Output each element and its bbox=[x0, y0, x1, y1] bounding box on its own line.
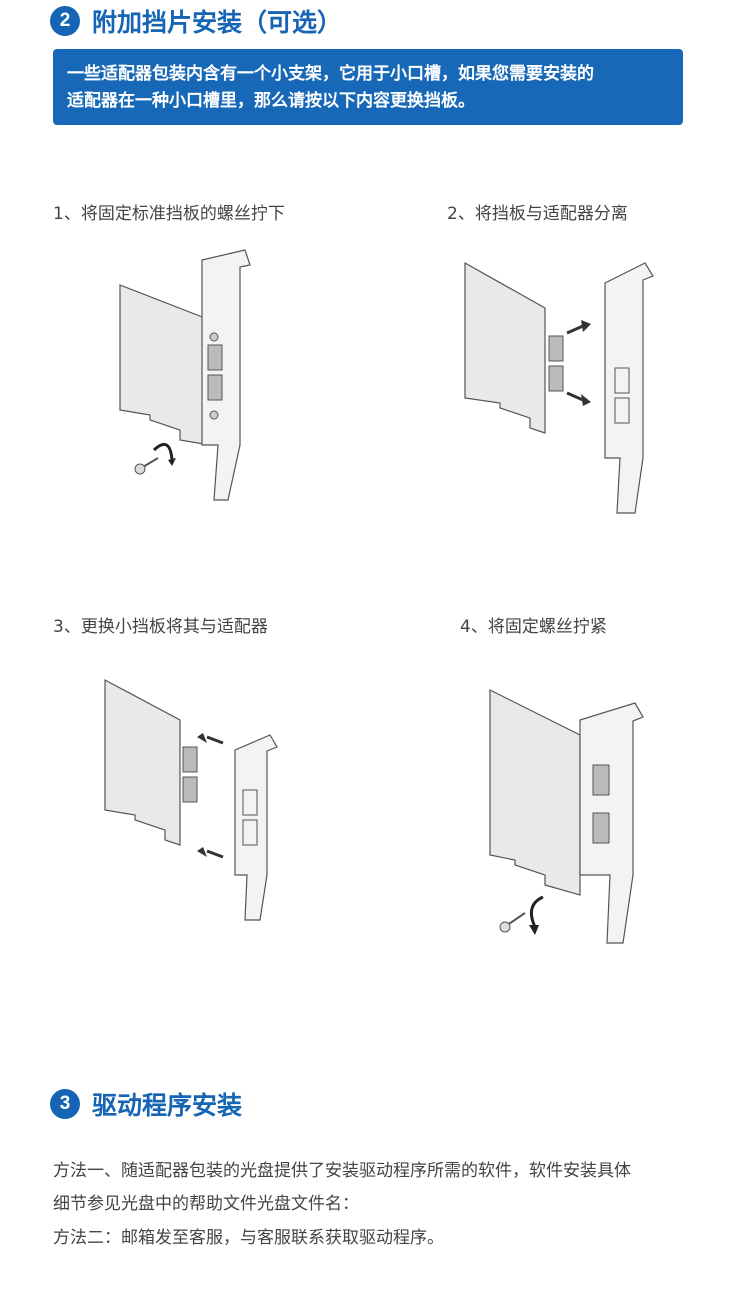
step-4-illustration bbox=[489, 689, 644, 944]
step-3-illustration bbox=[104, 679, 278, 921]
section-2-title: 附加挡片安装（可选） bbox=[92, 8, 343, 37]
method-2-line: 方法二：邮箱发至客服，与客服联系获取驱动程序。 bbox=[53, 1228, 444, 1248]
section-2-heading: 2 附加挡片安装（可选） bbox=[50, 3, 342, 39]
screw-icon bbox=[134, 457, 159, 475]
note-line-1: 一些适配器包装内含有一个小支架，它用于小口槽，如果您需要安装的 bbox=[67, 64, 594, 84]
method-1-line-2: 细节参见光盘中的帮助文件光盘文件名： bbox=[53, 1194, 359, 1214]
rotate-arrow-icon bbox=[152, 442, 174, 461]
screw-icon bbox=[499, 912, 526, 933]
step-2-label: 2、将挡板与适配器分离 bbox=[447, 204, 628, 224]
note-line-2: 适配器在一种小口槽里，那么请按以下内容更换挡板。 bbox=[67, 91, 475, 111]
pull-arrow-icon bbox=[566, 320, 591, 406]
rotate-arrow-icon bbox=[529, 895, 544, 928]
step-4-label: 4、将固定螺丝拧紧 bbox=[460, 617, 607, 637]
method-1-line-1: 方法一、随适配器包装的光盘提供了安装驱动程序所需的软件，软件安装具体 bbox=[53, 1161, 631, 1181]
section-2-number-badge: 2 bbox=[50, 6, 80, 36]
insert-arrow-icon bbox=[197, 733, 224, 859]
step-2-illustration bbox=[464, 261, 654, 514]
section-3-number-badge: 3 bbox=[50, 1089, 80, 1119]
step-1-label: 1、将固定标准挡板的螺丝拧下 bbox=[53, 204, 285, 224]
section-3-title: 驱动程序安装 bbox=[92, 1091, 243, 1120]
info-note-box: 一些适配器包装内含有一个小支架，它用于小口槽，如果您需要安装的 适配器在一种小口… bbox=[53, 49, 683, 125]
section-3-heading: 3 驱动程序安装 bbox=[50, 1086, 242, 1122]
step-3-label: 3、更换小挡板将其与适配器 bbox=[53, 617, 268, 637]
step-1-illustration bbox=[119, 249, 251, 501]
